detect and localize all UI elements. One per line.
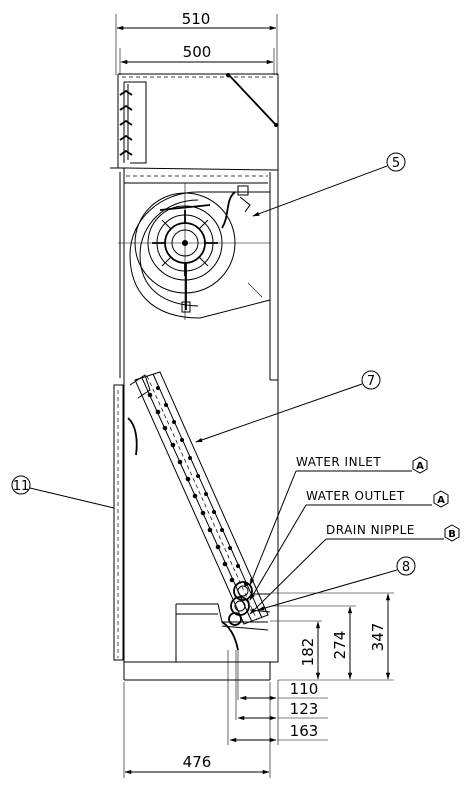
cabinet-outline (110, 73, 279, 681)
dim-500-text: 500 (183, 43, 212, 61)
blower-fan-assembly (118, 183, 271, 320)
callout-8-text: 8 (402, 560, 410, 575)
callout-7-text: 7 (367, 374, 375, 389)
dim-347-text: 347 (369, 623, 387, 652)
top-dimension-500: 500 (119, 43, 275, 75)
dim-274-text: 274 (331, 631, 349, 660)
water-outlet-text: WATER OUTLET (306, 489, 405, 503)
pipe-connections (228, 581, 271, 626)
dim-163-text: 163 (290, 722, 319, 740)
symbol-a-inlet: A (416, 461, 424, 472)
water-inlet-label: WATER INLET A (249, 455, 428, 586)
dim-182-text: 182 (299, 638, 317, 667)
callout-8: 8 (257, 556, 416, 611)
symbol-b-drain: B (448, 529, 456, 540)
drain-nipple-label: DRAIN NIPPLE B (249, 523, 460, 615)
callout-5-text: 5 (392, 156, 400, 171)
water-inlet-text: WATER INLET (296, 455, 381, 469)
vertical-dimensions: 182 274 347 (270, 592, 394, 681)
cooling-coil (127, 371, 269, 625)
bottom-dimensions: 110 123 163 476 (123, 650, 328, 778)
drain-nipple-text: DRAIN NIPPLE (326, 523, 415, 537)
symbol-a-outlet: A (437, 495, 445, 506)
top-dimension-510: 510 (115, 10, 278, 75)
top-louver-grille (119, 73, 278, 164)
dim-510-text: 510 (182, 10, 211, 28)
dim-110-text: 110 (290, 680, 319, 698)
dim-123-text: 123 (290, 700, 319, 718)
water-outlet-label: WATER OUTLET A (249, 489, 449, 601)
callout-11: 11 (11, 475, 115, 509)
left-return-filter (113, 384, 124, 661)
callout-5: 5 (252, 152, 406, 217)
dim-476-text: 476 (183, 753, 212, 771)
callout-7: 7 (195, 370, 381, 443)
callout-11-text: 11 (13, 479, 30, 494)
drain-pan (175, 603, 269, 662)
